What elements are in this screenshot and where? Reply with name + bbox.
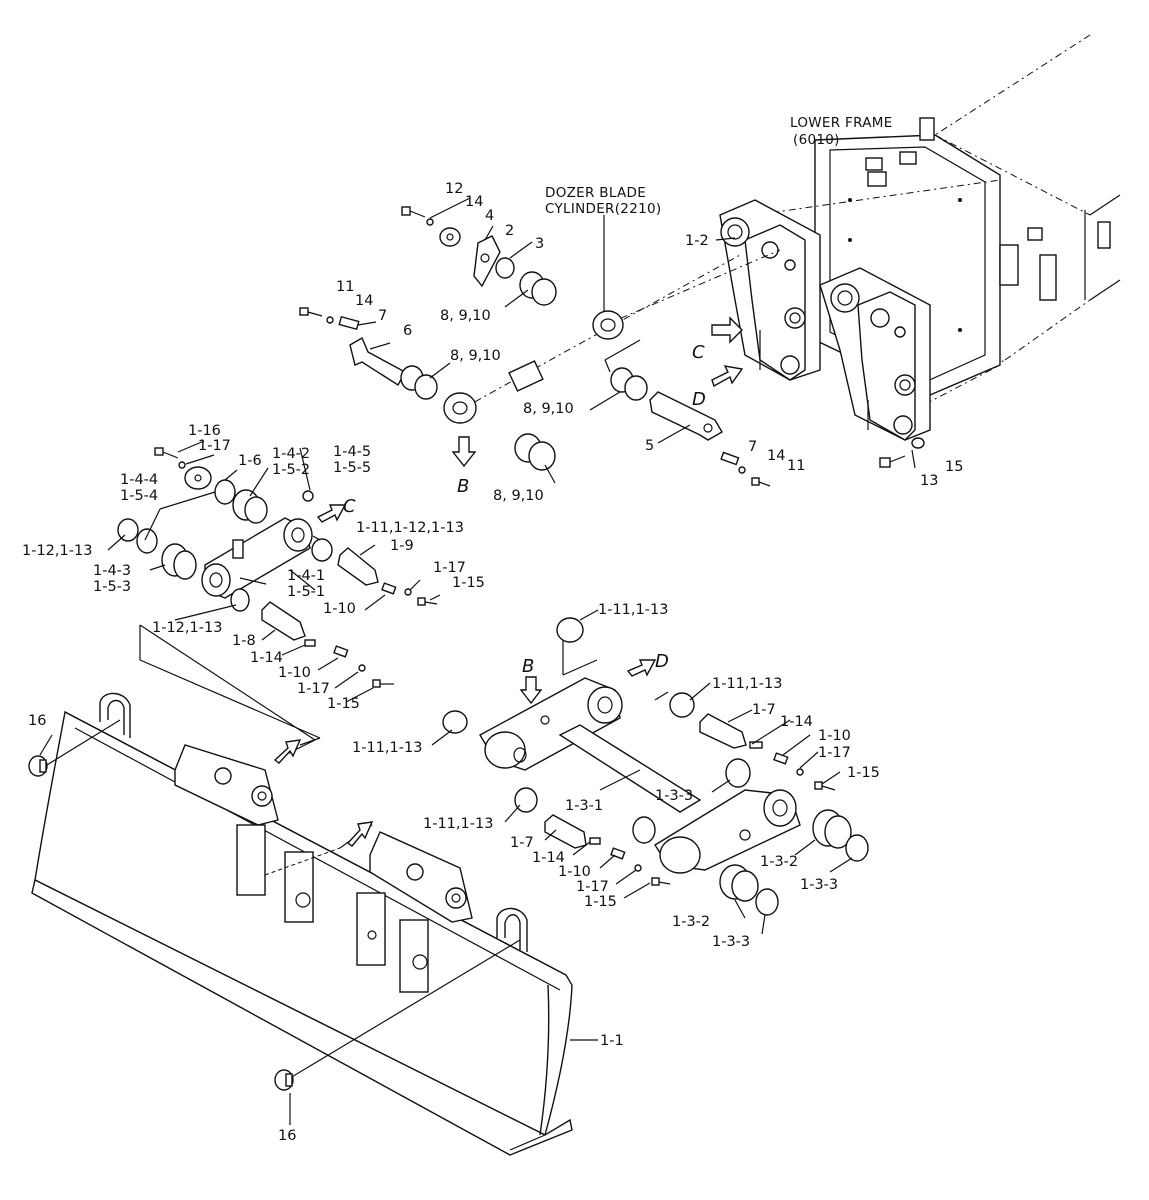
mounting-bracket-part xyxy=(719,179,1001,441)
callout-label: 1-2 xyxy=(685,233,709,249)
callout-label: 16 xyxy=(28,713,46,729)
callout-label: 1-9 xyxy=(390,538,414,554)
callout-label: 1-17 xyxy=(297,681,330,697)
callout-label: 1-5-4 xyxy=(120,488,158,504)
callout-label: 1-15 xyxy=(327,696,360,712)
callout-label: 1-12,1-13 xyxy=(22,543,92,559)
callout-label: 1-7 xyxy=(752,702,776,718)
callout-label: 13 xyxy=(920,473,938,489)
callout-label: 6 xyxy=(403,323,412,339)
callout-label: 5 xyxy=(645,438,654,454)
lower-frame-label: LOWER FRAME xyxy=(790,115,893,131)
callout-label: 1-8 xyxy=(232,633,256,649)
callout-label: 1-11,1-13 xyxy=(352,740,422,756)
callout-label: 1-3-2 xyxy=(760,854,798,870)
callout-label: 1-7 xyxy=(510,835,534,851)
callout-label: 11 xyxy=(787,458,805,474)
view-label-d-lower: D xyxy=(655,651,669,672)
callout-label: 11 xyxy=(336,279,354,295)
view-label-b: B xyxy=(457,476,469,497)
callout-label: 1-5-1 xyxy=(287,584,325,600)
callout-label: 1-4-3 xyxy=(93,563,131,579)
callout-label: 1-15 xyxy=(584,894,617,910)
callout-label: 1-4-2 xyxy=(272,446,310,462)
callout-label: 1-11,1-13 xyxy=(598,602,668,618)
view-arrow-d-icon xyxy=(711,365,744,388)
callout-label: 1-14 xyxy=(250,650,283,666)
right-arm-assembly-part xyxy=(442,617,869,916)
callout-label: 8, 9,10 xyxy=(493,488,544,504)
callout-label: 1-1 xyxy=(600,1033,624,1049)
dozer-blade-part xyxy=(28,625,573,1156)
callout-label: 16 xyxy=(278,1128,296,1144)
callout-label: 1-15 xyxy=(452,575,485,591)
cylinder-label-line1: DOZER BLADE xyxy=(545,185,646,201)
callout-label: 1-10 xyxy=(278,665,311,681)
view-arrow-c-icon xyxy=(711,316,743,344)
callout-label: 2 xyxy=(505,223,514,239)
callout-label: 14 xyxy=(767,448,785,464)
callout-label: 7 xyxy=(748,439,757,455)
callout-label: 1-11,1-13 xyxy=(423,816,493,832)
view-arrow-b-icon xyxy=(451,436,477,468)
callout-label: 1-17 xyxy=(576,879,609,895)
callout-label: 1-10 xyxy=(323,601,356,617)
callout-label: 3 xyxy=(535,236,544,252)
callout-label: 1-4-1 xyxy=(287,568,325,584)
left-arm-assembly-part xyxy=(117,447,438,756)
callout-label: 8, 9,10 xyxy=(450,348,501,364)
callout-label: 1-3-3 xyxy=(712,934,750,950)
callout-label: 8, 9,10 xyxy=(523,401,574,417)
callout-label: 1-3-2 xyxy=(672,914,710,930)
callout-label: 7 xyxy=(378,308,387,324)
callout-label: 1-4-4 xyxy=(120,472,158,488)
upper-pin-parts xyxy=(299,206,925,487)
callout-label: 1-4-5 xyxy=(333,444,371,460)
callout-label: 1-11,1-12,1-13 xyxy=(356,520,464,536)
callout-label: 14 xyxy=(465,194,483,210)
callout-label: 1-5-3 xyxy=(93,579,131,595)
callout-label: 1-15 xyxy=(847,765,880,781)
callout-label: 1-5-5 xyxy=(333,460,371,476)
leader-lines xyxy=(39,197,916,1125)
callout-label: 14 xyxy=(355,293,373,309)
view-label-c: C xyxy=(692,342,705,363)
callout-label: 1-5-2 xyxy=(272,462,310,478)
callout-label: 1-17 xyxy=(818,745,851,761)
callout-label: 4 xyxy=(485,208,494,224)
callout-labels: 12 14 4 2 3 11 14 7 6 8, 9,10 8, 9,10 8,… xyxy=(22,181,963,1144)
callout-label: 1-3-3 xyxy=(800,877,838,893)
callout-label: 1-14 xyxy=(532,850,565,866)
callout-label: 12 xyxy=(445,181,463,197)
callout-label: 1-10 xyxy=(558,864,591,880)
callout-label: 1-12,1-13 xyxy=(152,620,222,636)
callout-label: 1-3-1 xyxy=(565,798,603,814)
cylinder-label-line2: CYLINDER(2210) xyxy=(545,201,661,217)
callout-label: 1-3-3 xyxy=(655,788,693,804)
view-label-b-lower: B xyxy=(522,656,534,677)
callout-label: 1-10 xyxy=(818,728,851,744)
callout-label: 1-17 xyxy=(433,560,466,576)
callout-label: 1-14 xyxy=(780,714,813,730)
callout-label: 8, 9,10 xyxy=(440,308,491,324)
lower-frame-code: (6010) xyxy=(793,132,840,148)
view-label-d: D xyxy=(692,389,706,410)
callout-label: 1-16 xyxy=(188,423,221,439)
callout-label: 1-6 xyxy=(238,453,262,469)
view-label-c-lower: C xyxy=(343,496,356,517)
callout-label: 15 xyxy=(945,459,963,475)
callout-label: 1-17 xyxy=(198,438,231,454)
callout-label: 1-11,1-13 xyxy=(712,676,782,692)
